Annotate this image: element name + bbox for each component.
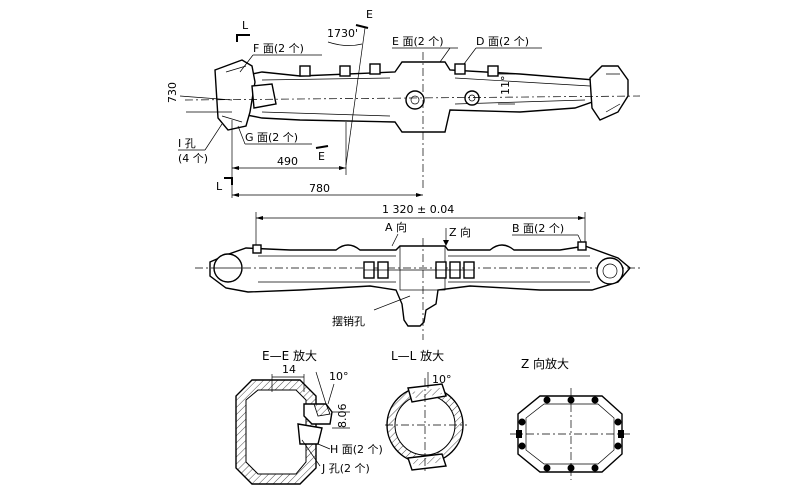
ee-title: E—E 放大 — [262, 348, 317, 363]
ee-dim-806: 8.06 — [336, 404, 349, 429]
ee-dim-14: 14 — [282, 363, 296, 376]
dim-780: 780 — [309, 182, 330, 195]
angle-11: 11° — [499, 76, 512, 96]
front-beam-body — [209, 244, 631, 327]
front-view: 1 320 ± 0.04 A 向 Z 向 B 面(2 个) — [195, 203, 640, 340]
angle-1730: 1730' — [327, 27, 358, 40]
label-d-face: D 面(2 个) — [476, 35, 529, 48]
label-b-face: B 面(2 个) — [512, 222, 564, 235]
top-left-flange — [214, 59, 256, 131]
top-center-hole — [405, 90, 425, 110]
label-pin-hole: 摆销孔 — [332, 314, 365, 328]
label-j-hole: J 孔(2 个) — [321, 462, 370, 475]
detail-z: Z 向放大 — [510, 356, 630, 480]
top-right-hole — [464, 90, 480, 106]
label-h-face: H 面(2 个) — [330, 443, 383, 456]
top-view: L E 1730' F 面(2 个) E 面(2 个) D 面(2 个) 730… — [166, 8, 641, 198]
dim-1320: 1 320 ± 0.04 — [382, 203, 454, 216]
label-z-dir: Z 向 — [449, 225, 471, 239]
z-bolts — [516, 396, 624, 472]
label-e-top: E — [366, 8, 373, 21]
detail-ll: L—L 放大 10° — [385, 348, 467, 474]
label-l-top: L — [242, 19, 249, 32]
label-f-face: F 面(2 个) — [253, 42, 304, 55]
detail-ee: E—E 放大 14 10° 8.06 H 面(2 个) J 孔(2 个) — [235, 348, 383, 485]
ll-title: L—L 放大 — [391, 348, 444, 363]
front-right-circle — [596, 257, 624, 285]
label-g-face: G 面(2 个) — [245, 131, 298, 144]
label-e-bottom: E — [318, 150, 325, 163]
label-i-count: (4 个) — [178, 152, 208, 165]
ee-angle-10: 10° — [329, 370, 349, 383]
label-a-dir: A 向 — [385, 220, 407, 234]
label-e-face: E 面(2 个) — [392, 35, 444, 48]
z-title: Z 向放大 — [521, 356, 569, 371]
dim-490: 490 — [277, 155, 298, 168]
ll-angle-10: 10° — [432, 373, 452, 386]
label-l-bottom: L — [216, 180, 223, 193]
dim-730: 730 — [166, 82, 179, 103]
label-i-hole: I 孔 — [178, 137, 196, 150]
